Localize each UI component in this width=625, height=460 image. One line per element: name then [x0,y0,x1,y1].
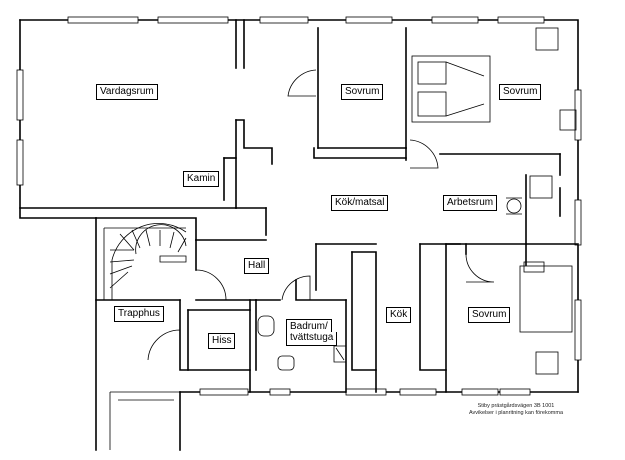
wardrobes [529,27,577,375]
label-sovrum-1: Sovrum [341,84,384,100]
label-kamin: Kamin [183,171,220,187]
label-vardagsrum: Vardagsrum [96,84,158,100]
bathroom-fixtures [257,315,347,371]
caption-disclaimer: Avvikelser i planritning kan förekomma [468,410,564,416]
label-arbetsrum: Arbetsrum [443,195,498,211]
chair-arbetsrum [506,197,522,215]
label-hiss: Hiss [208,333,236,349]
windows [16,16,582,396]
label-kok: Kök [386,307,412,323]
label-kok-matsal: Kök/matsal [331,195,389,211]
staircase [103,223,187,300]
label-trapphus: Trapphus [114,306,164,322]
doors [147,69,495,361]
bed-sovrum-3 [519,261,573,333]
caption-address: Stiby prästgårdsvägen 3B 1001 [477,403,555,409]
label-sovrum-3: Sovrum [468,307,511,323]
label-hall: Hall [244,258,270,274]
bed-sovrum-2 [411,55,491,123]
balcony [109,391,181,450]
label-sovrum-2: Sovrum [499,84,542,100]
interior-walls [19,19,579,393]
label-badrum-line1: Badrum/ [286,319,332,333]
label-badrum-line2: tvättstuga [286,332,338,346]
